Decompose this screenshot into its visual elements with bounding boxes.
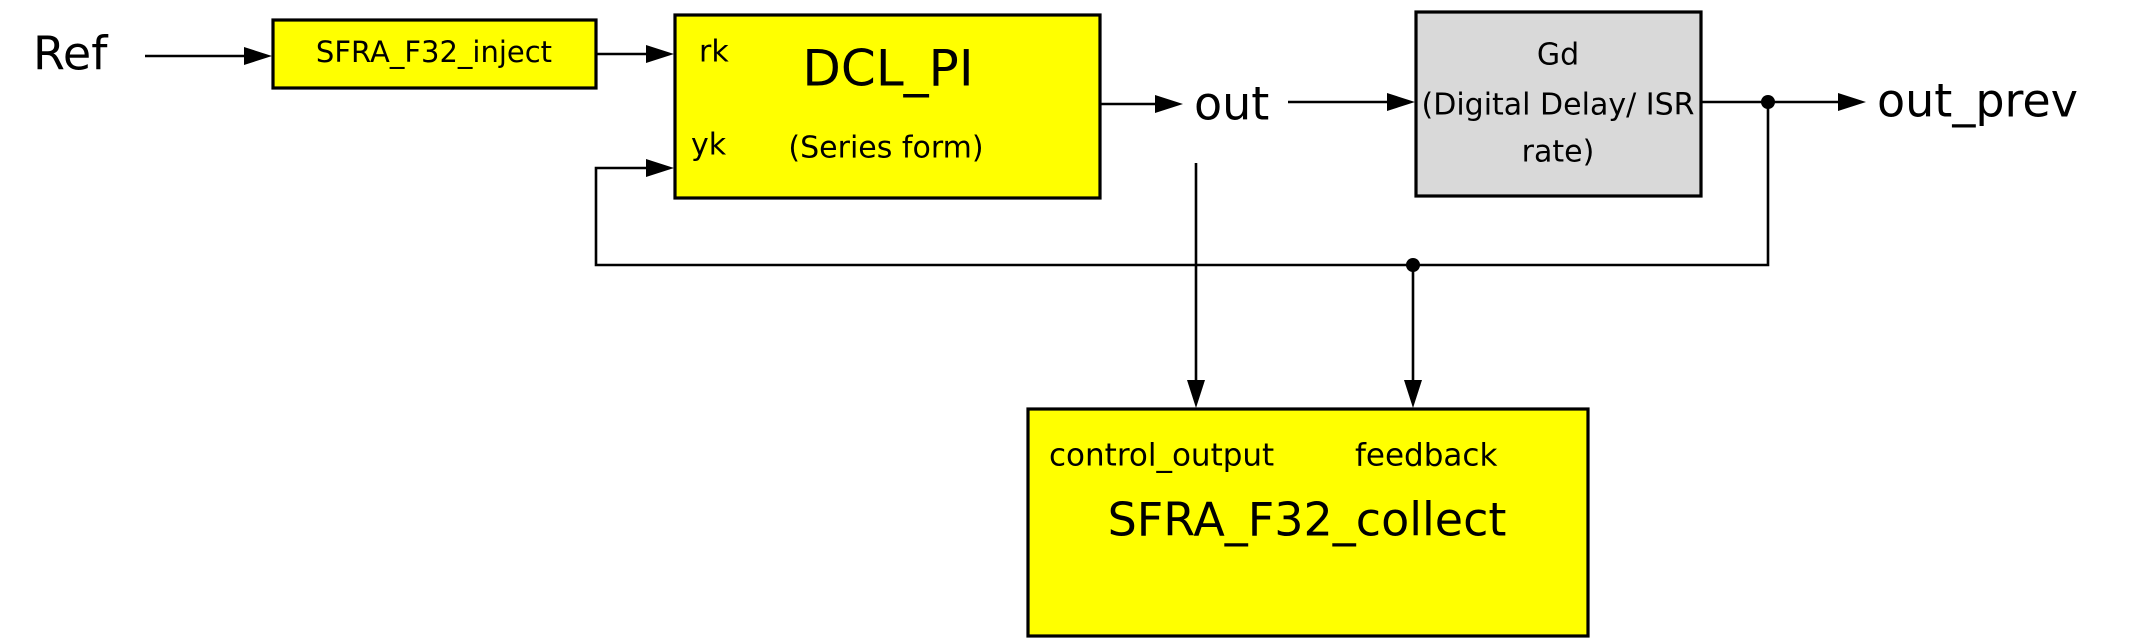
arrowhead-out-prev	[1838, 93, 1866, 111]
sfra-inject-block: SFRA_F32_inject	[271, 18, 598, 90]
sfra-collect-block: control_output feedback SFRA_F32_collect	[1026, 407, 1590, 638]
arrowhead-out-label	[1155, 95, 1183, 113]
gd-label-line3: rate)	[1522, 135, 1595, 170]
arrowhead-inject-input	[244, 47, 272, 65]
gd-box	[1414, 10, 1703, 198]
arrowhead-collect-feedback	[1404, 380, 1422, 408]
dcl-pi-block: rk yk DCL_PI (Series form)	[673, 13, 1102, 200]
gd-block: Gd (Digital Delay/ ISR rate)	[1414, 10, 1703, 198]
ref-signal-label: Ref	[33, 27, 109, 81]
arrowhead-rk-input	[646, 45, 674, 63]
sfra-collect-box	[1026, 407, 1590, 638]
dcl-pi-subtitle: (Series form)	[788, 131, 983, 166]
arrowhead-yk-input	[646, 159, 674, 177]
sfra-inject-label: SFRA_F32_inject	[316, 35, 552, 69]
wire-feedback-loop	[594, 102, 1770, 267]
dcl-pi-box	[673, 13, 1102, 200]
gd-label-line2: (Digital Delay/ ISR	[1422, 88, 1695, 123]
dcl-pi-port-rk: rk	[699, 35, 729, 70]
junction-dot-feedback	[1406, 258, 1420, 272]
sfra-collect-title: SFRA_F32_collect	[1108, 493, 1507, 547]
junction-dot-out-prev	[1761, 95, 1775, 109]
arrowhead-collect-control-output	[1187, 380, 1205, 408]
out-signal-label: out	[1194, 77, 1269, 131]
gd-label-line1: Gd	[1537, 38, 1579, 73]
sfra-inject-box	[271, 18, 598, 90]
dcl-pi-port-yk: yk	[691, 128, 727, 163]
arrowhead-gd-input	[1387, 93, 1415, 111]
out-prev-signal-label: out_prev	[1877, 74, 2078, 128]
collect-port-control-output: control_output	[1049, 438, 1274, 474]
dcl-pi-title: DCL_PI	[802, 40, 973, 98]
collect-port-feedback: feedback	[1355, 438, 1497, 474]
